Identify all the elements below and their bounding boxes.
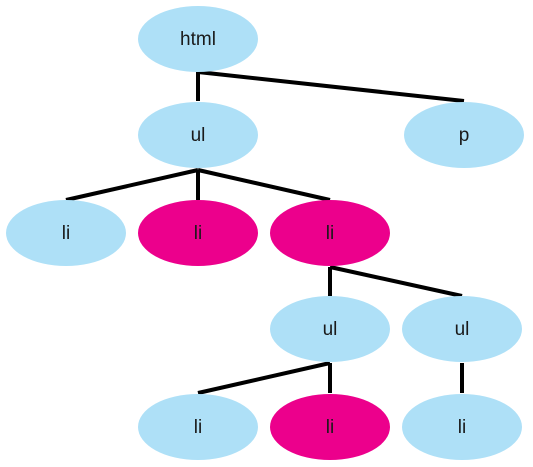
node-li-1-label: li	[62, 223, 70, 244]
edge-ul-li3	[197, 168, 331, 202]
node-ul-b-label: ul	[455, 319, 470, 340]
node-p-shape	[404, 102, 524, 168]
node-li-1-shape	[6, 200, 126, 266]
node-li-a1: li	[138, 394, 258, 460]
node-li-b1-shape	[402, 394, 522, 460]
node-p-label: p	[459, 125, 470, 146]
node-li-a1-shape	[138, 394, 258, 460]
node-li-a2-shape	[270, 394, 390, 460]
edge-li3-ulb	[329, 265, 463, 298]
edge-ula-lia1	[197, 361, 331, 395]
node-html: html	[138, 6, 258, 72]
node-li-b1: li	[402, 394, 522, 460]
node-li-2: li	[138, 200, 258, 266]
node-ul-a-shape	[270, 296, 390, 362]
edge-html-p	[197, 70, 465, 103]
node-li-2-shape	[138, 200, 258, 266]
node-ul-root: ul	[138, 102, 258, 168]
node-li-b1-label: li	[458, 417, 466, 438]
node-p: p	[404, 102, 524, 168]
node-html-shape	[138, 6, 258, 72]
tree-edges	[65, 70, 465, 395]
node-li-a2-label: li	[326, 417, 334, 438]
node-li-3-shape	[270, 200, 390, 266]
node-html-label: html	[180, 29, 216, 50]
node-ul-a: ul	[270, 296, 390, 362]
node-ul-b-shape	[402, 296, 522, 362]
node-li-a2: li	[270, 394, 390, 460]
node-li-2-label: li	[194, 223, 202, 244]
node-ul-root-shape	[138, 102, 258, 168]
node-ul-root-label: ul	[191, 125, 206, 146]
edge-ul-li1	[65, 168, 199, 202]
node-ul-a-label: ul	[323, 319, 338, 340]
node-li-a1-label: li	[194, 417, 202, 438]
node-li-3-label: li	[326, 223, 334, 244]
tree-nodes: html ul p li li li ul ul	[6, 6, 524, 460]
node-li-3: li	[270, 200, 390, 266]
node-ul-b: ul	[402, 296, 522, 362]
node-li-1: li	[6, 200, 126, 266]
